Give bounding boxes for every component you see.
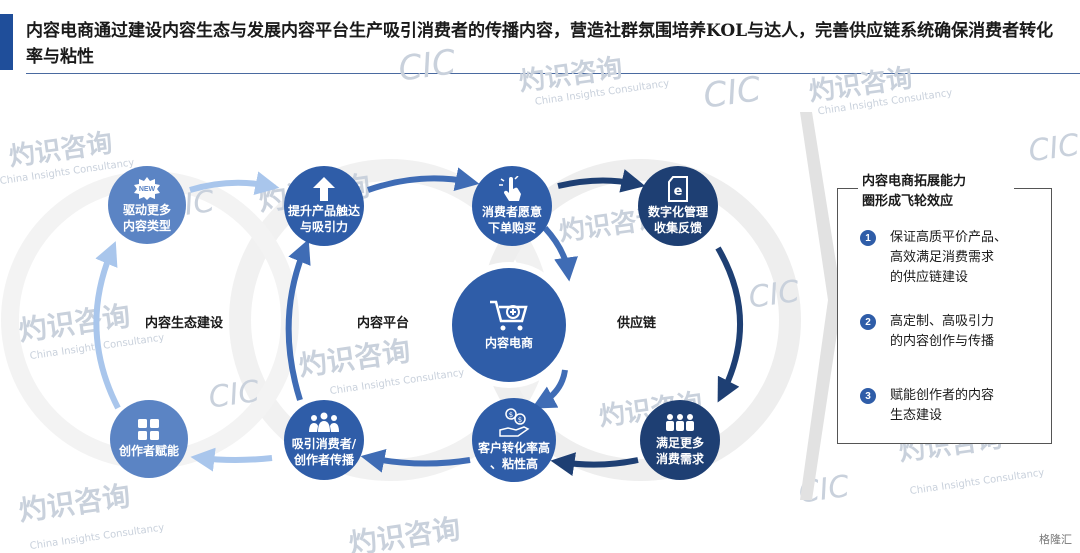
svg-text:灼识咨询: 灼识咨询	[17, 479, 133, 527]
coin-hand-icon: $ $	[499, 408, 530, 437]
node-meet-demand: 满足更多消费需求	[640, 400, 720, 480]
panel-item-1: 1 保证高质平价产品、高效满足消费需求的供应链建设	[860, 228, 1045, 288]
svg-text:China Insights Consultancy: China Insights Consultancy	[909, 467, 1045, 497]
svg-text:CIC: CIC	[396, 42, 459, 90]
svg-text:CIC: CIC	[701, 69, 764, 117]
hand-pointer-icon	[499, 176, 521, 201]
node-consumer-buy: 消费者愿意下单购买	[472, 166, 552, 246]
page-title: 内容电商通过建设内容生态与发展内容平台生产吸引消费者的传播内容，营造社群氛围培养…	[26, 21, 1054, 67]
number-badge: 3	[860, 388, 876, 404]
label-content-ecosystem: 内容生态建设	[145, 316, 224, 331]
svg-text:$: $	[509, 411, 513, 419]
arrow-up-icon	[313, 177, 335, 201]
node-conversion: $ $ 客户转化率高、粘性高	[472, 398, 556, 482]
panel-title: 内容电商拓展能力圈形成飞轮效应	[858, 172, 1014, 212]
node-empower-creators: 创作者赋能	[110, 400, 188, 478]
arrow-eco-bottom	[190, 447, 273, 472]
arrow-to-center	[542, 225, 578, 282]
arrow-eco-top	[189, 171, 280, 195]
grid-icon	[138, 419, 159, 440]
title-divider	[26, 73, 1080, 74]
new-badge-icon: NEW	[134, 177, 160, 200]
arrow-from-center	[531, 369, 568, 409]
svg-text:CIC: CIC	[746, 274, 801, 316]
svg-text:China Insights Consultancy: China Insights Consultancy	[29, 522, 165, 552]
arrow-eco-left	[93, 241, 121, 410]
arrow-sup-right	[715, 246, 744, 403]
arrow-plat-bottom	[360, 449, 471, 473]
svg-text:e: e	[674, 184, 683, 199]
number-badge: 1	[860, 230, 876, 246]
node-attract-consumers: 吸引消费者/创作者传播	[284, 400, 364, 480]
number-badge: 2	[860, 314, 876, 330]
arrow-plat-top	[367, 167, 480, 193]
arrow-sup-bottom	[550, 452, 639, 477]
node-drive-content: NEW 驱动更多内容类型	[108, 166, 186, 244]
label-supply-chain: 供应链	[617, 316, 657, 331]
crowd-icon	[666, 414, 694, 431]
svg-text:灼识咨询: 灼识咨询	[347, 512, 463, 553]
node-enhance-product: 提升产品触达与吸引力	[284, 166, 364, 246]
e-tag-icon: e	[668, 176, 688, 202]
svg-text:灼识咨询: 灼识咨询	[297, 334, 413, 382]
cart-icon	[490, 300, 528, 331]
arrow-plat-left	[285, 239, 311, 401]
svg-text:NEW: NEW	[139, 186, 156, 193]
title-accent-bar	[0, 14, 13, 70]
label-content-platform: 内容平台	[357, 316, 410, 331]
panel-item-2: 2 高定制、高吸引力的内容创作与传播	[860, 312, 1045, 352]
arrow-sup-top	[557, 169, 646, 193]
source-brand-logo: 格隆汇	[1039, 534, 1072, 546]
node-digital-mgmt: e 数字化管理收集反馈	[638, 166, 718, 246]
svg-text:$: $	[518, 416, 522, 424]
group-icon	[309, 412, 339, 432]
panel-item-3: 3 赋能创作者的内容生态建设	[860, 386, 1045, 426]
svg-text:CIC: CIC	[1026, 128, 1080, 170]
svg-text:CIC: CIC	[206, 374, 261, 416]
chevron-separator	[800, 112, 842, 500]
node-content-ecommerce: 内容电商	[452, 268, 566, 382]
